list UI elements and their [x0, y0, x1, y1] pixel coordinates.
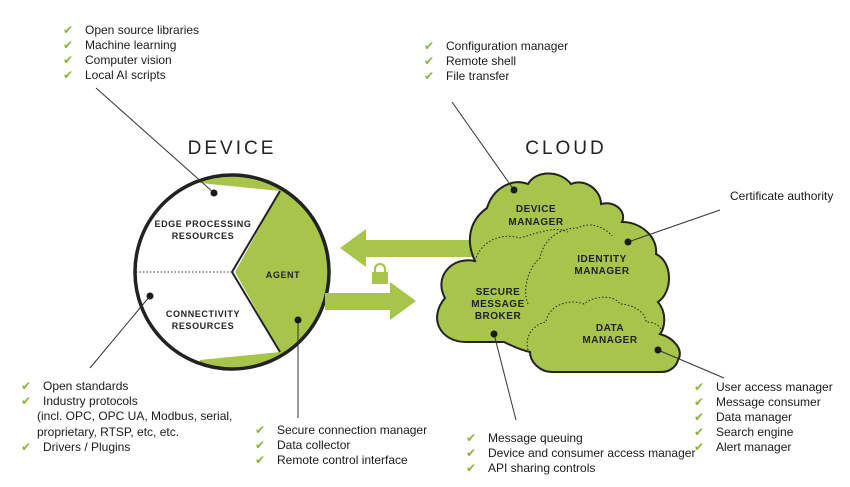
- connector-lines: [89, 87, 725, 421]
- checkmark-icon: ✔: [424, 54, 434, 68]
- device-manager-connector-dot: [510, 186, 518, 194]
- list-item: Remote shell: [446, 54, 516, 68]
- checkmark-icon: ✔: [63, 53, 73, 67]
- list-item: Alert manager: [716, 440, 791, 454]
- arrow-to-cloud: [325, 282, 416, 320]
- checkmark-icon: ✔: [21, 394, 31, 408]
- list-item: Local AI scripts: [85, 68, 166, 82]
- list-item: Open standards: [43, 379, 128, 393]
- device-circle: [133, 173, 331, 371]
- checkmark-icon: ✔: [694, 440, 704, 454]
- checkmark-icon: ✔: [63, 68, 73, 82]
- broker-label-2: MESSAGE: [471, 299, 525, 310]
- checkmark-icon: ✔: [466, 431, 476, 445]
- list-item: Configuration manager: [446, 39, 568, 53]
- list-item: Industry protocols: [43, 394, 138, 408]
- agent-label: AGENT: [266, 270, 301, 280]
- list-item: Device and consumer access manager: [488, 446, 695, 460]
- checkmark-icon: ✔: [21, 379, 31, 393]
- connectivity-connector-dot: [146, 292, 154, 300]
- list-item: Computer vision: [85, 53, 172, 67]
- checkmark-icon: ✔: [63, 23, 73, 37]
- checkmark-icon: ✔: [466, 461, 476, 475]
- list-item: Remote control interface: [277, 453, 408, 467]
- checkmark-icon: ✔: [466, 446, 476, 460]
- edge-processing-label-2: RESOURCES: [172, 231, 234, 241]
- checkmark-icon: ✔: [694, 410, 704, 424]
- list-item: Machine learning: [85, 38, 176, 52]
- device-heading: DEVICE: [188, 138, 277, 159]
- identity-manager-connector-dot: [624, 238, 632, 246]
- agent-list: ✔ Secure connection manager ✔ Data colle…: [255, 423, 427, 467]
- list-item: Data manager: [716, 410, 792, 424]
- checkmark-icon: ✔: [255, 423, 265, 437]
- checkmark-icon: ✔: [694, 425, 704, 439]
- checkmark-icon: ✔: [424, 69, 434, 83]
- data-manager-label-1: DATA: [596, 323, 624, 334]
- broker-label-3: BROKER: [475, 311, 522, 322]
- data-manager-connector-dot: [654, 346, 662, 354]
- checkmark-icon: ✔: [694, 380, 704, 394]
- edge-processing-label-1: EDGE PROCESSING: [154, 219, 251, 229]
- agent-connector-dot: [294, 316, 302, 324]
- connectivity-label-1: CONNECTIVITY: [166, 309, 240, 319]
- checkmark-icon: ✔: [694, 395, 704, 409]
- edge-processing-list: ✔ Open source libraries ✔ Machine learni…: [63, 23, 199, 82]
- checkmark-icon: ✔: [21, 440, 31, 454]
- lock-icon: [372, 262, 388, 284]
- cloud-internal-dividers: [474, 224, 662, 351]
- edge-connector-dot: [210, 189, 218, 197]
- broker-connector-dot: [490, 330, 498, 338]
- cloud-shape: [436, 172, 681, 373]
- checkmark-icon: ✔: [255, 453, 265, 467]
- certificate-authority-label: Certificate authority: [730, 189, 833, 203]
- list-item: File transfer: [446, 69, 509, 83]
- list-item: User access manager: [716, 380, 833, 394]
- connectivity-label-2: RESOURCES: [172, 321, 234, 331]
- device-manager-list: ✔ Configuration manager ✔ Remote shell ✔…: [424, 39, 568, 83]
- list-item: (incl. OPC, OPC UA, Modbus, serial,: [37, 409, 232, 423]
- data-manager-label-2: MANAGER: [582, 335, 637, 346]
- checkmark-icon: ✔: [424, 39, 434, 53]
- checkmark-icon: ✔: [255, 438, 265, 452]
- data-manager-list: ✔ User access manager ✔ Message consumer…: [694, 380, 833, 454]
- list-item: Secure connection manager: [277, 423, 427, 437]
- device-manager-label-1: DEVICE: [516, 204, 556, 215]
- list-item: Data collector: [277, 438, 350, 452]
- device-manager-label-2: MANAGER: [508, 217, 563, 228]
- list-item: Search engine: [716, 425, 794, 439]
- list-item: proprietary, RTSP, etc, etc.: [37, 425, 179, 439]
- list-item: API sharing controls: [488, 461, 595, 475]
- list-item: Message queuing: [488, 431, 583, 445]
- broker-label-1: SECURE: [476, 287, 521, 298]
- arrow-to-device: [340, 229, 480, 267]
- list-item: Message consumer: [716, 395, 821, 409]
- list-item: Drivers / Plugins: [43, 440, 130, 454]
- agent-divider-bottom: [231, 271, 281, 353]
- cloud-heading: CLOUD: [525, 138, 607, 159]
- identity-manager-label-1: IDENTITY: [577, 254, 627, 265]
- agent-divider-top: [231, 190, 281, 273]
- broker-list: ✔ Message queuing ✔ Device and consumer …: [466, 431, 695, 475]
- identity-manager-label-2: MANAGER: [574, 266, 629, 277]
- list-item: Open source libraries: [85, 23, 199, 37]
- connectivity-list: ✔ Open standards ✔ Industry protocols (i…: [21, 379, 232, 454]
- checkmark-icon: ✔: [63, 38, 73, 52]
